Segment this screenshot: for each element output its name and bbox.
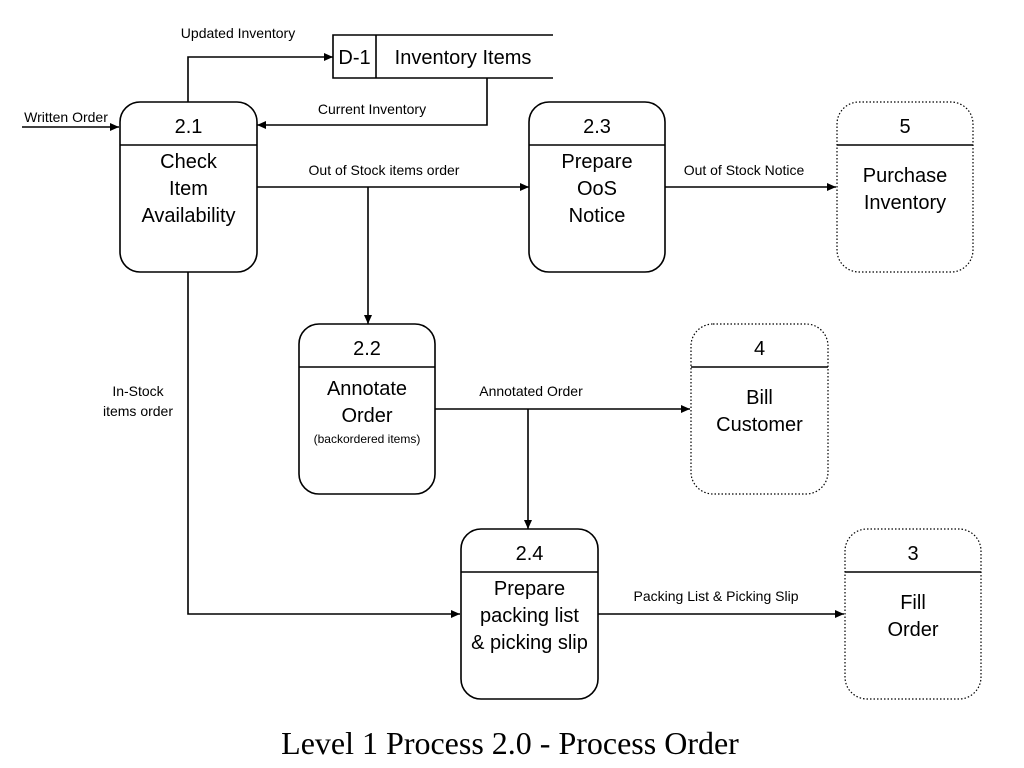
data-store-id: D-1 <box>338 47 370 69</box>
process-name-line: Annotate <box>327 378 407 400</box>
flow-label-written-order: Written Order <box>24 109 108 125</box>
process-name-line: Prepare <box>494 578 565 600</box>
process-name-line: packing list <box>480 605 579 627</box>
current-inventory-arrow <box>257 78 488 129</box>
diagram-caption: Level 1 Process 2.0 - Process Order <box>281 725 739 761</box>
flow-label-current-inventory: Current Inventory <box>318 101 426 117</box>
process-name-line: Order <box>341 405 392 427</box>
process-name-line: Fill <box>900 592 926 614</box>
process-name-line: Inventory <box>864 192 946 214</box>
process-name-line: Purchase <box>863 165 948 187</box>
updated-inventory-arrow <box>187 53 333 102</box>
flow-label-annotated-order: Annotated Order <box>479 383 583 399</box>
process-number: 4 <box>754 338 765 360</box>
data-store-name: Inventory Items <box>395 47 532 69</box>
external-process-3: 3 Fill Order <box>844 528 982 700</box>
process-name-line: Item <box>169 178 208 200</box>
process-2-2: 2.2 Annotate Order (backordered items) <box>298 323 436 495</box>
process-name-line: OoS <box>577 178 617 200</box>
process-number: 2.2 <box>353 338 381 360</box>
flow-label-packing-list: Packing List & Picking Slip <box>634 588 799 604</box>
flow-label-in-stock-line1: In-Stock <box>112 383 164 399</box>
process-name-line: & picking slip <box>471 632 588 654</box>
process-number: 2.1 <box>175 116 203 138</box>
external-process-4: 4 Bill Customer <box>690 323 829 495</box>
process-number: 2.4 <box>516 543 544 565</box>
flow-label-out-of-stock-items-order: Out of Stock items order <box>309 162 460 178</box>
process-number: 3 <box>907 543 918 565</box>
process-name-line: Notice <box>569 205 626 227</box>
in-stock-order-arrow <box>187 272 460 618</box>
flow-label-in-stock-line2: items order <box>103 403 173 419</box>
process-subtitle: (backordered items) <box>314 432 421 446</box>
process-number: 2.3 <box>583 116 611 138</box>
external-process-5: 5 Purchase Inventory <box>836 101 974 273</box>
process-name-line: Check <box>160 151 218 173</box>
process-name-line: Order <box>887 619 938 641</box>
process-name-line: Prepare <box>561 151 632 173</box>
process-number: 5 <box>899 116 910 138</box>
process-2-1: 2.1 Check Item Availability <box>119 101 258 273</box>
process-name-line: Customer <box>716 414 803 436</box>
process-2-3: 2.3 Prepare OoS Notice <box>528 101 666 273</box>
flow-label-updated-inventory: Updated Inventory <box>181 25 295 41</box>
process-name-line: Bill <box>746 387 773 409</box>
flow-label-out-of-stock-notice: Out of Stock Notice <box>684 162 805 178</box>
process-2-4: 2.4 Prepare packing list & picking slip <box>460 528 599 700</box>
data-store-d1: D-1 Inventory Items <box>332 34 553 79</box>
process-name-line: Availability <box>141 205 235 227</box>
